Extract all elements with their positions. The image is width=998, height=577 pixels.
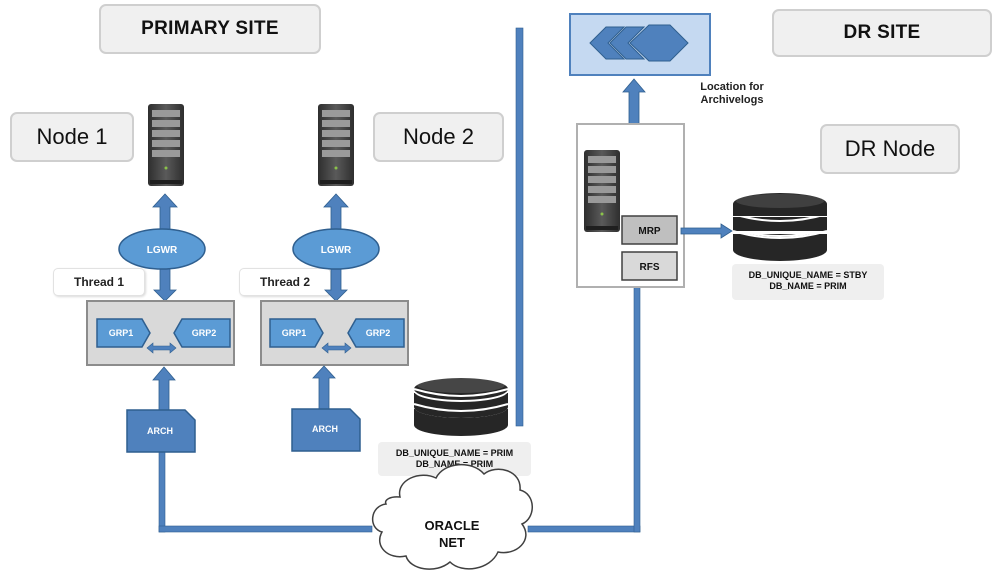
node2-lgwr-label: LGWR — [321, 245, 352, 256]
dr-node-label: DR Node — [820, 124, 960, 174]
arch1-down-line — [158, 451, 166, 533]
node2-grp2-label: GRP2 — [366, 328, 391, 338]
node1-arch-label: ARCH — [147, 426, 173, 436]
node-1-label: Node 1 — [10, 112, 134, 162]
rfs-process-box: RFS — [621, 251, 678, 281]
node2-grp1-label: GRP1 — [282, 328, 307, 338]
dr-up-line — [633, 286, 641, 533]
archive-location-box — [569, 13, 711, 76]
dr-server-icon — [584, 150, 620, 232]
redo-transport-lines — [158, 27, 641, 533]
mrp-to-standby-arrow — [680, 223, 733, 239]
node1-grp2-label: GRP2 — [192, 328, 217, 338]
node2-grp1-shape — [269, 318, 324, 348]
oracle-net-line1: ORACLE — [425, 518, 480, 533]
arch1-to-net-line — [158, 525, 373, 533]
thread-1-label: Thread 1 — [53, 268, 145, 296]
node1-redo-groups-panel: GRP1 GRP2 — [86, 300, 235, 366]
node2-server-icon — [318, 104, 354, 186]
node2-arch-label: ARCH — [312, 424, 338, 434]
archive-location-caption: Location for Archivelogs — [680, 81, 784, 107]
dr-site-label: DR SITE — [772, 9, 992, 57]
node1-server-icon — [148, 104, 184, 186]
net-to-dr-line — [527, 525, 641, 533]
node2-lgwr-flow — [323, 193, 349, 302]
archive-location-line2: Archivelogs — [700, 94, 764, 106]
archive-chevron-icon-2 — [609, 26, 646, 60]
node2-arch-flow — [312, 365, 336, 410]
node2-lgwr-ellipse — [292, 228, 380, 270]
node1-lgwr-ellipse — [118, 228, 206, 270]
standby-db-name: DB_NAME = PRIM — [769, 281, 847, 291]
standby-database-icon — [732, 193, 828, 261]
node1-arch-box — [126, 409, 196, 453]
mrp-process-box: MRP — [621, 215, 678, 245]
node1-lgwr-flow — [152, 193, 178, 302]
node-2-label: Node 2 — [373, 112, 504, 162]
mrp-to-archive-arrow — [622, 78, 646, 125]
archive-location-line1: Location for — [700, 81, 764, 93]
primary-db-unique-name: DB_UNIQUE_NAME = PRIM — [395, 448, 514, 458]
mrp-label: MRP — [638, 226, 661, 237]
node2-log-switch-arrow — [321, 342, 352, 354]
primary-network-line — [515, 27, 524, 427]
node1-grp2-shape — [173, 318, 231, 348]
node1-grp1-label: GRP1 — [109, 328, 134, 338]
oracle-net-line2: NET — [439, 535, 465, 550]
primary-database-icon — [413, 377, 509, 436]
standby-db-unique-name: DB_UNIQUE_NAME = STBY — [748, 270, 868, 280]
node2-arch-box — [291, 408, 361, 452]
thread-2-label: Thread 2 — [239, 268, 331, 296]
node1-arch-flow — [152, 366, 176, 411]
node1-lgwr-label: LGWR — [147, 245, 178, 256]
archive-chevron-icon-3 — [629, 24, 689, 62]
standby-db-info: DB_UNIQUE_NAME = STBY DB_NAME = PRIM — [732, 264, 884, 300]
node2-redo-groups-panel: GRP1 GRP2 — [260, 300, 409, 366]
archive-chevron-icon-1 — [589, 26, 626, 60]
oracle-net-cloud: ORACLE NET — [372, 463, 533, 570]
node1-grp1-shape — [96, 318, 151, 348]
primary-site-label: PRIMARY SITE — [99, 4, 321, 54]
node1-log-switch-arrow — [146, 342, 177, 354]
primary-db-name: DB_NAME = PRIM — [415, 459, 494, 469]
node2-grp2-shape — [347, 318, 405, 348]
rfs-label: RFS — [640, 262, 660, 273]
